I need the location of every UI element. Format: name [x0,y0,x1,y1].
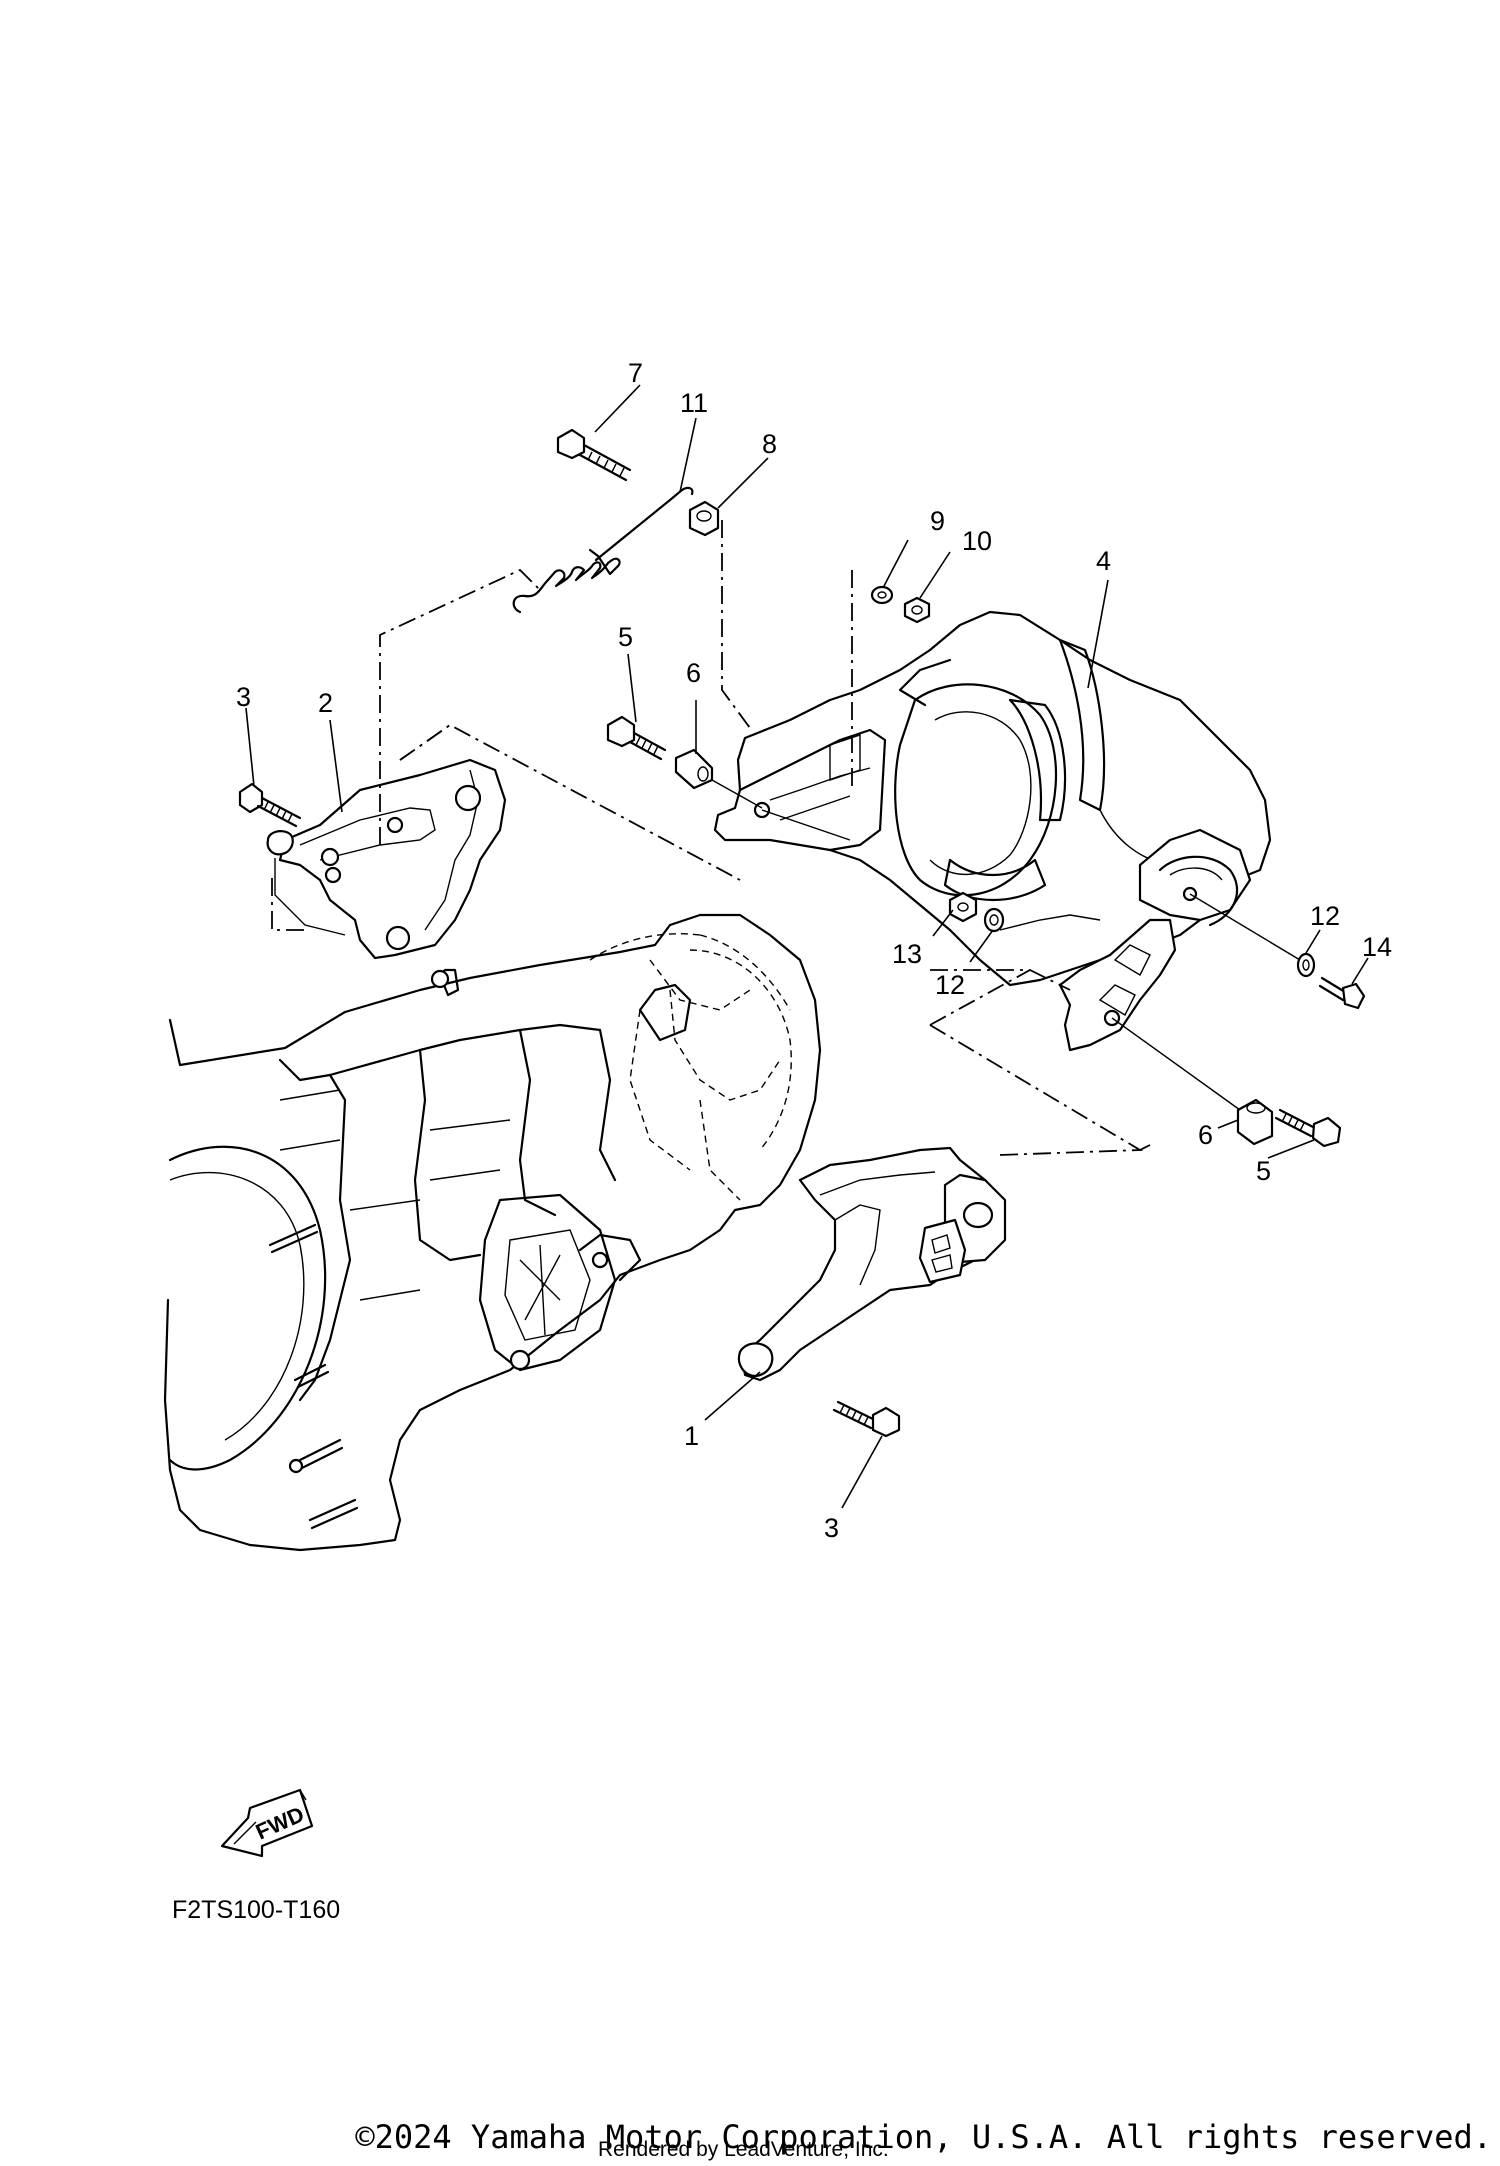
fwd-arrow-icon: FWD [220,1788,314,1858]
callout-3-upper: 3 [236,682,251,712]
copyright-notice: ©2024 Yamaha Motor Corporation, U.S.A. A… [355,2118,1492,2156]
callout-3-lower: 3 [824,1513,839,1543]
part-4-housing [713,610,1272,1052]
part-13-nut [948,891,978,923]
part-2-bracket [266,758,507,960]
part-11-spring [512,486,694,614]
part-6-collar-lower [1236,1098,1274,1146]
stud-bolts [268,969,450,1530]
callout-13: 13 [892,939,922,969]
engine-block [163,913,822,1552]
part-3-bolt-upper [238,782,302,828]
part-14-screw [1318,976,1366,1010]
callout-7: 7 [628,358,643,388]
callout-12-left: 12 [935,970,965,1000]
leader-lines [245,384,1369,1509]
callout-1: 1 [684,1421,699,1451]
part-8-collar [688,500,720,537]
callout-14: 14 [1362,932,1392,962]
part-10-nut [903,596,931,624]
callout-6-upper: 6 [686,658,701,688]
part-9-washer [870,585,894,605]
part-12-washers [983,907,1316,978]
part-1-bracket [737,1146,1007,1382]
part-5-bolt-upper [606,715,667,761]
callout-2: 2 [318,688,333,718]
callout-9: 9 [930,506,945,536]
callout-8: 8 [762,429,777,459]
figure-code: F2TS100-T160 [172,1896,341,1924]
callout-labels: 7 11 8 9 10 4 5 6 3 2 12 14 13 12 6 5 1 … [236,358,1392,1543]
callout-11: 11 [680,388,708,418]
callout-6-lower: 6 [1198,1120,1213,1150]
callout-5-upper: 5 [618,622,633,652]
callout-10: 10 [962,526,992,556]
part-7-bolt [556,428,632,482]
callout-4: 4 [1096,546,1111,576]
part-3-bolt-lower [832,1400,901,1438]
rendered-by-credit: Rendered by LeadVenture, Inc. [598,2138,889,2161]
part-6-collar-upper [674,748,714,790]
callout-12-right: 12 [1310,901,1340,931]
callout-5-lower: 5 [1256,1156,1271,1186]
center-lines [271,520,1301,1156]
part-5-bolt-lower [1274,1108,1342,1148]
